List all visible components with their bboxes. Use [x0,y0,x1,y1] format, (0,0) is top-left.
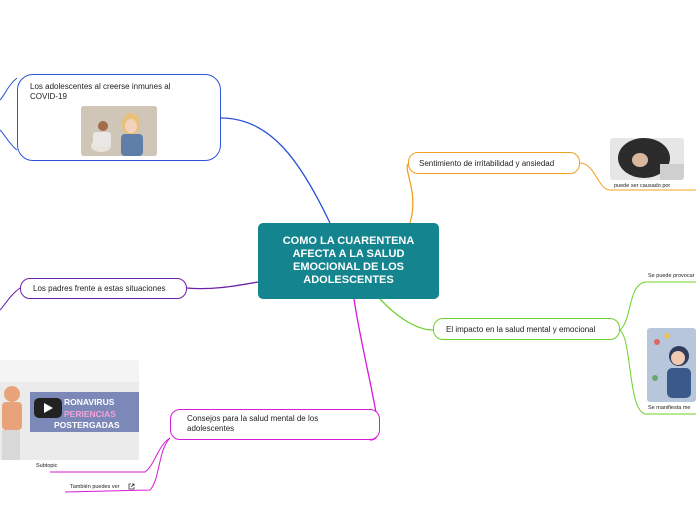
subtopic-tambien-label: También puedes ver [70,483,120,490]
subtopic-tambien[interactable]: También puedes ver [70,483,135,490]
stressed-person-illustration [647,328,696,402]
topic-irritabilidad[interactable]: Sentimiento de irritabilidad y ansiedad [408,152,580,174]
subtopic-manifiesta[interactable]: Se manifiesta me [648,405,691,411]
video-title-line2: PERIENCIAS [64,409,116,419]
topic-impacto[interactable]: El impacto en la salud mental y emociona… [433,318,620,340]
subtopic-provoca[interactable]: Se puede provocar [648,273,695,279]
topic-impacto-label: El impacto en la salud mental y emociona… [446,324,596,334]
video-title-line1: RONAVIRUS [64,397,115,407]
topic-padres[interactable]: Los padres frente a estas situaciones [20,278,187,299]
inmunes-image [81,106,157,156]
topic-inmunes-label: Los adolescentes al creerse inmunes al C… [30,82,171,101]
video-thumbnail[interactable]: RONAVIRUS PERIENCIAS POSTERGADAS [0,360,139,460]
topic-irritabilidad-label: Sentimiento de irritabilidad y ansiedad [419,158,555,168]
play-icon [44,403,53,413]
subtopic-causado[interactable]: puede ser causado por [614,183,671,189]
topic-consejos[interactable]: Consejos para la salud mental de los ado… [170,409,380,440]
topic-consejos-label: Consejos para la salud mental de los ado… [187,414,319,433]
video-title-line3: POSTERGADAS [54,420,120,430]
external-link-icon[interactable] [128,483,135,490]
teen-girl-illustration [81,106,157,156]
sad-woman-image [610,138,684,180]
topic-inmunes[interactable]: Los adolescentes al creerse inmunes al C… [17,74,221,161]
subtopic-subtopic[interactable]: Subtopic [36,463,58,469]
play-button[interactable] [34,398,62,418]
sad-woman-illustration [610,138,684,180]
central-topic[interactable]: COMO LA CUARENTENA AFECTA A LA SALUD EMO… [258,223,439,299]
topic-padres-label: Los padres frente a estas situaciones [33,284,166,293]
stress-illustration-image [647,328,696,402]
